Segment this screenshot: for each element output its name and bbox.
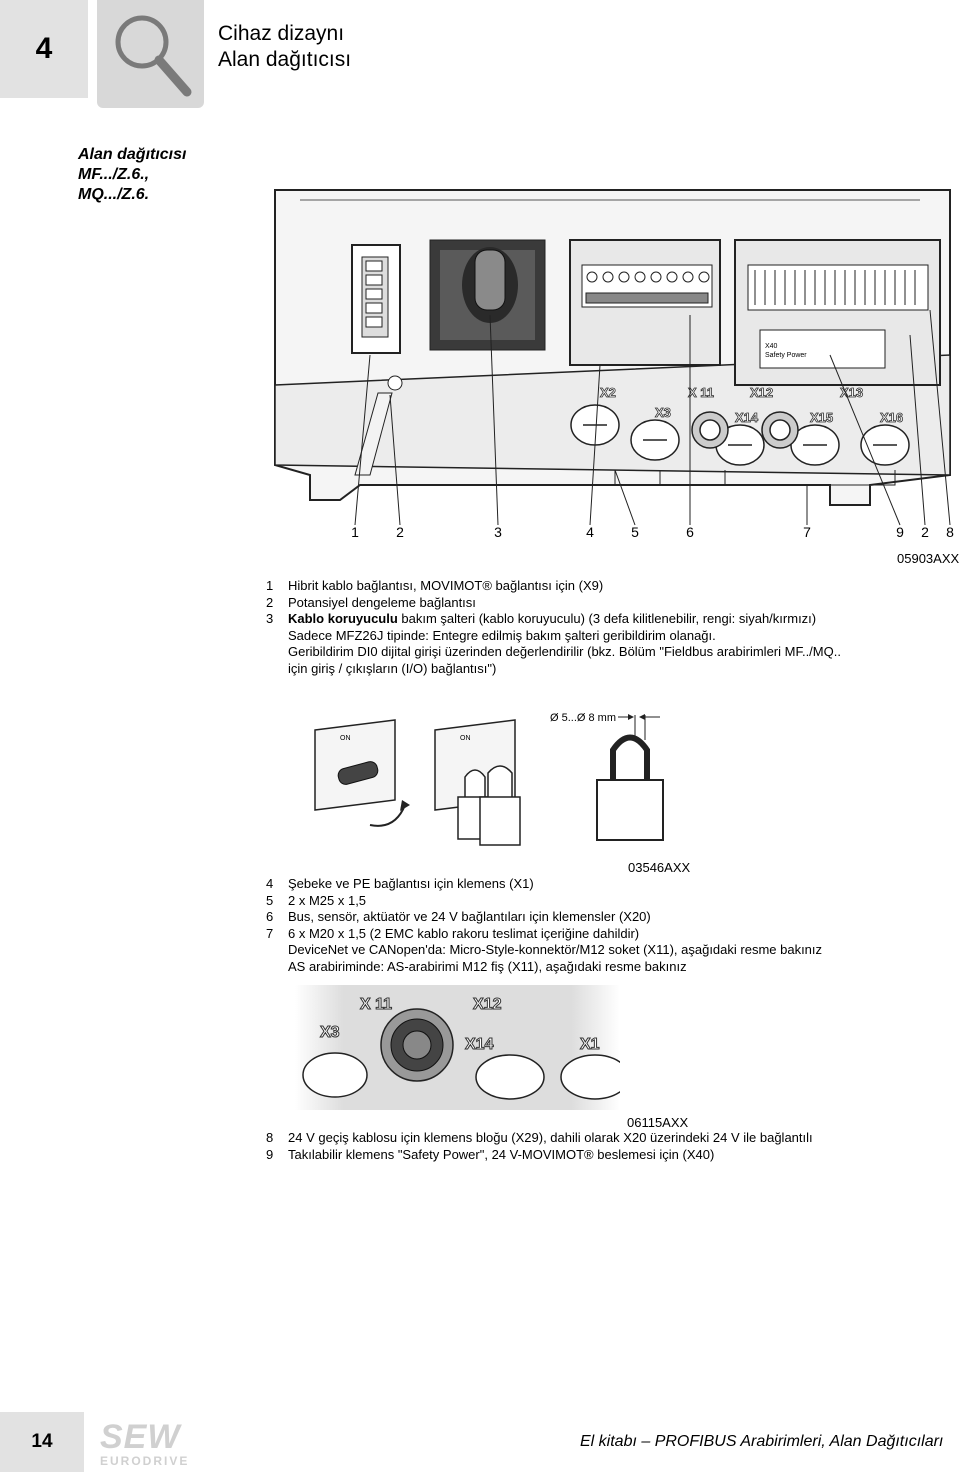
list-item-continuation: Geribildirim DI0 dijital girişi üzerinde… — [288, 644, 841, 659]
connector-label-x3: X3 — [655, 405, 671, 420]
connector-label-x11: X 11 — [360, 996, 392, 1013]
connector-label-x12: X12 — [473, 996, 502, 1013]
x40-label: X40 — [765, 343, 778, 350]
page-number-box: 14 — [0, 1412, 84, 1472]
callout-number: 2 — [921, 524, 929, 540]
callout-number: 7 — [803, 524, 811, 540]
callout-number: 4 — [586, 524, 594, 540]
figure-code: 06115AXX — [627, 1115, 689, 1130]
field-distributor-drawing: Safety Power X40 X2 X3 X 11 X12 X14 X15 … — [274, 189, 954, 540]
list-item: 2 Potansiyel dengeleme bağlantısı — [266, 594, 476, 610]
switch-on-label: ON — [340, 735, 351, 742]
list-item-continuation: için giriş / çıkışların (I/O) bağlantısı… — [288, 660, 497, 676]
footer-text: El kitabı – PROFIBUS Arabirimleri, Alan … — [580, 1433, 944, 1450]
callout-number: 5 — [631, 524, 639, 540]
connector-label-x15: X15 — [810, 410, 833, 425]
list-item-continuation: DeviceNet ve CANopen'da: Micro-Style-kon… — [288, 942, 823, 957]
figure-code: 03546AXX — [628, 860, 691, 875]
connector-label-x12: X12 — [750, 385, 773, 400]
list-item: 3 Kablo koruyuculu bakım şalteri (kablo … — [266, 611, 817, 626]
list-item: 9 Takılabilir klemens "Safety Power", 24… — [266, 1146, 715, 1162]
connector-label-x14: X14 — [735, 410, 759, 425]
list-item: 7 6 x M20 x 1,5 (2 EMC kablo rakoru tesl… — [266, 925, 640, 941]
section-title-line: MF.../Z.6., — [78, 166, 150, 183]
dimension-label: Ø 5...Ø 8 mm — [550, 712, 616, 724]
logo-top: SEW — [100, 1418, 181, 1456]
item-list: 8 24 V geçiş kablosu için klemens bloğu … — [266, 1130, 946, 1163]
magnifier-icon — [97, 0, 204, 108]
figure-code: 05903AXX — [897, 551, 960, 566]
maintenance-switch-drawing: ON ON Ø 5...Ø 8 mm — [314, 712, 664, 846]
item-list: 1 Hibrit kablo bağlantısı, MOVIMOT® bağl… — [266, 578, 946, 677]
sew-eurodrive-logo: SEW EURODRIVE — [100, 1420, 189, 1468]
page-subtitle: Alan dağıtıcısı — [218, 48, 352, 71]
list-item: 6 Bus, sensör, aktüatör ve 24 V bağlantı… — [266, 909, 651, 924]
connector-label-x13: X13 — [840, 385, 863, 400]
connector-label-x11: X 11 — [688, 385, 714, 400]
connector-label-x16: X16 — [880, 410, 903, 425]
connector-label-x14: X14 — [465, 1036, 494, 1053]
bold-term: Kablo koruyuculu — [288, 611, 398, 626]
section-title-line: Alan dağıtıcısı — [78, 146, 187, 163]
callout-number: 1 — [351, 524, 359, 540]
safety-power-label: Safety Power — [765, 352, 807, 359]
connector-label-x1: X1 — [580, 1036, 600, 1053]
callout-number: 6 — [686, 524, 694, 540]
callout-number: 2 — [396, 524, 404, 540]
switch-on-label: ON — [460, 735, 471, 742]
connector-label-x3: X3 — [320, 1024, 340, 1041]
section-title-line: MQ.../Z.6. — [78, 186, 150, 203]
item-list: 4 Şebeke ve PE bağlantısı için klemens (… — [266, 876, 946, 975]
connector-closeup-drawing: X 11 X12 X3 X14 X1 — [295, 985, 620, 1110]
section-title: Alan dağıtıcısı MF.../Z.6., MQ.../Z.6. — [78, 145, 186, 205]
list-item-continuation: Sadece MFZ26J tipinde: Entegre edilmiş b… — [288, 627, 716, 643]
chapter-number: 4 — [35, 32, 53, 65]
callout-number: 3 — [494, 524, 502, 540]
list-item-continuation: AS arabiriminde: AS-arabirimi M12 fiş (X… — [288, 958, 687, 974]
list-item: 5 2 x M25 x 1,5 — [266, 892, 367, 908]
callout-number: 9 — [896, 524, 904, 540]
callout-number: 8 — [946, 524, 954, 540]
page-number: 14 — [31, 1431, 53, 1452]
list-item: 1 Hibrit kablo bağlantısı, MOVIMOT® bağl… — [266, 578, 604, 593]
list-item: 8 24 V geçiş kablosu için klemens bloğu … — [266, 1130, 813, 1145]
page-title: Cihaz dizaynı — [218, 22, 345, 45]
connector-label-x2: X2 — [600, 385, 616, 400]
logo-bottom: EURODRIVE — [100, 1454, 190, 1468]
chapter-number-box: 4 — [0, 0, 88, 98]
list-item: 4 Şebeke ve PE bağlantısı için klemens (… — [266, 876, 534, 891]
